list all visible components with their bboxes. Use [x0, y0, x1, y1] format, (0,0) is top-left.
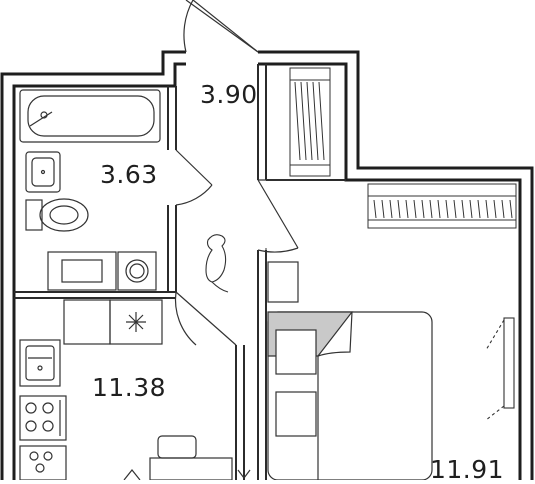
- cat-figure: [205, 234, 229, 293]
- bath-cabinet: [47, 251, 157, 291]
- doors: [174, 0, 300, 346]
- kitchen-hood: [19, 445, 67, 480]
- bedroom-wardrobe: [367, 183, 517, 229]
- bedroom-area-label: 11.91: [430, 455, 505, 484]
- hallway-area-label: 3.90: [200, 80, 258, 109]
- dining-table: [123, 435, 251, 480]
- toilet: [25, 198, 89, 232]
- washbasin: [25, 151, 61, 193]
- hall-wardrobe: [289, 67, 331, 177]
- kitchen-cabinets: [63, 299, 163, 345]
- kitchen-stove: [19, 395, 67, 441]
- interior-walls: [14, 64, 346, 480]
- tv-unit: [485, 317, 515, 421]
- bathroom-area-label: 3.63: [100, 160, 158, 189]
- bathtub: [19, 89, 161, 143]
- kitchen-sink: [19, 339, 61, 387]
- kitchen-area-label: 11.38: [92, 373, 167, 402]
- double-bed: [267, 311, 433, 480]
- nightstand: [267, 261, 299, 303]
